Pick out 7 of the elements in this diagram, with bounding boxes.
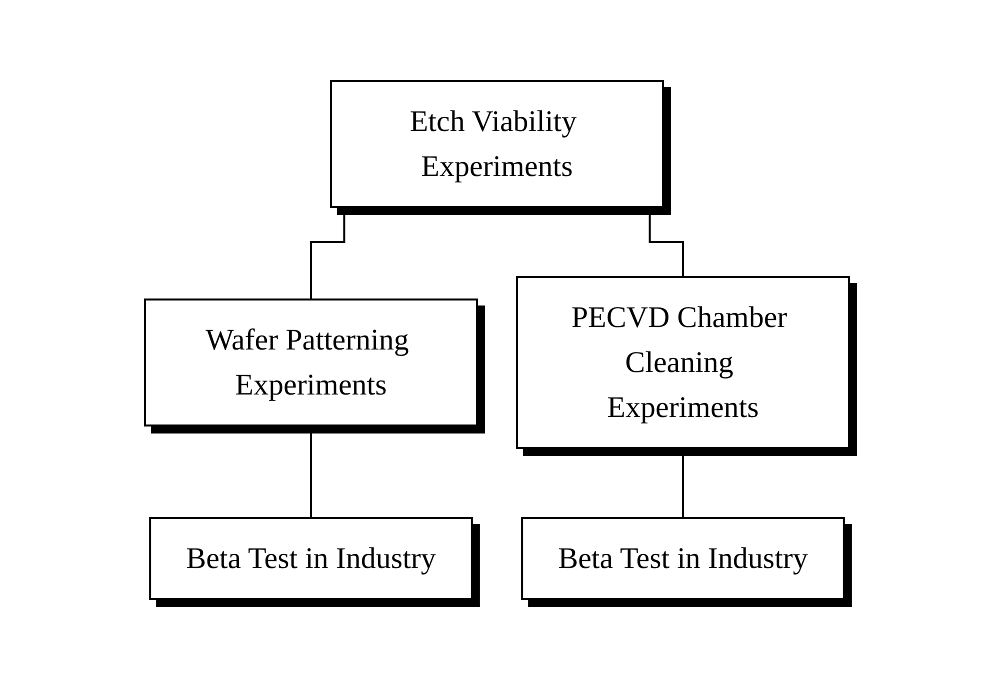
connector: [310, 424, 312, 519]
connector: [682, 447, 684, 519]
node-box: Beta Test in Industry: [149, 517, 473, 600]
node-box: PECVD Chamber Cleaning Experiments: [516, 276, 850, 449]
node-box: Etch Viability Experiments: [330, 80, 664, 208]
node-box: Wafer Patterning Experiments: [144, 298, 478, 426]
node-box: Beta Test in Industry: [521, 517, 845, 600]
